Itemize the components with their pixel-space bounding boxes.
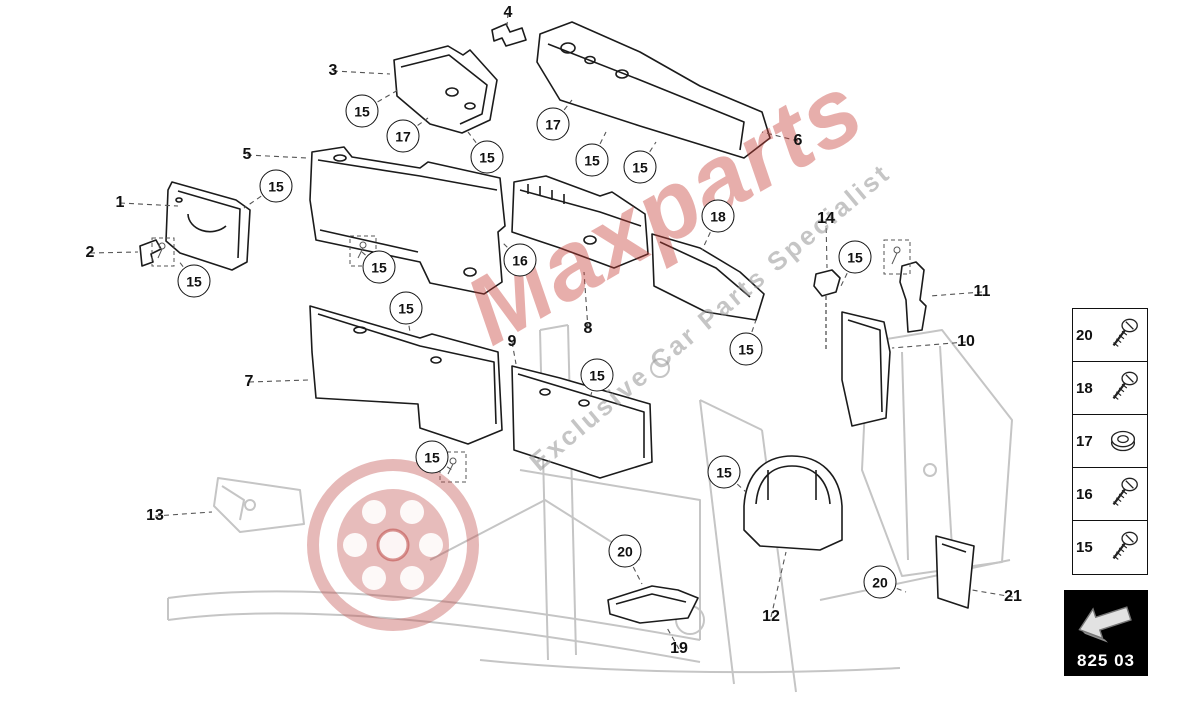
balloon-15[interactable]: 15 xyxy=(729,332,763,366)
balloon-16[interactable]: 16 xyxy=(503,243,537,277)
fastener-details xyxy=(151,235,911,483)
part-10-heat-shield[interactable] xyxy=(841,311,891,427)
balloon-15[interactable]: 15 xyxy=(389,291,423,325)
part-2-bracket[interactable] xyxy=(139,239,162,267)
balloon-15[interactable]: 15 xyxy=(575,143,609,177)
balloon-15[interactable]: 15 xyxy=(707,455,741,489)
part-12-heat-shield[interactable] xyxy=(743,455,843,551)
page-code-box[interactable]: 825 03 xyxy=(1064,590,1148,676)
balloon-15[interactable]: 15 xyxy=(470,140,504,174)
part-label-3[interactable]: 3 xyxy=(328,62,338,79)
screw-icon xyxy=(1101,369,1144,407)
screw-icon xyxy=(1101,475,1144,513)
balloon-15[interactable]: 15 xyxy=(623,150,657,184)
legend-part-number: 15 xyxy=(1076,539,1093,556)
balloon-17[interactable]: 17 xyxy=(386,119,420,153)
part-label-5[interactable]: 5 xyxy=(242,146,252,163)
part-5-heat-shield[interactable] xyxy=(309,146,506,295)
screw-icon xyxy=(1101,529,1144,567)
back-arrow-icon xyxy=(1078,606,1132,643)
legend-row-16[interactable]: 16 xyxy=(1073,468,1147,521)
part-19-heat-shield[interactable] xyxy=(607,585,699,624)
part-label-10[interactable]: 10 xyxy=(957,333,975,350)
part-label-6[interactable]: 6 xyxy=(793,132,803,149)
balloon-20[interactable]: 20 xyxy=(608,534,642,568)
part-8-heat-shield[interactable] xyxy=(511,175,649,269)
legend-table: 20 18 17 16 15 xyxy=(1072,308,1148,575)
legend-row-17[interactable]: 17 xyxy=(1073,415,1147,468)
part-11-bracket[interactable] xyxy=(899,261,927,333)
legend-row-18[interactable]: 18 xyxy=(1073,362,1147,415)
part-1-heat-shield[interactable] xyxy=(165,181,251,271)
part-shapes xyxy=(139,21,975,624)
legend-part-number: 18 xyxy=(1076,379,1093,397)
part-4-clip[interactable] xyxy=(491,23,527,47)
part-label-19[interactable]: 19 xyxy=(670,640,688,657)
balloon-17[interactable]: 17 xyxy=(536,107,570,141)
balloon-15[interactable]: 15 xyxy=(177,264,211,298)
balloon-15[interactable]: 15 xyxy=(362,250,396,284)
balloon-15[interactable]: 15 xyxy=(345,94,379,128)
part-3-heat-shield[interactable] xyxy=(393,45,498,134)
legend-part-number: 16 xyxy=(1076,485,1093,503)
part-label-2[interactable]: 2 xyxy=(85,244,95,261)
page-code: 825 03 xyxy=(1077,651,1135,670)
bearing-logo-watermark xyxy=(307,459,479,631)
part-label-14[interactable]: 14 xyxy=(817,210,835,227)
part-label-4[interactable]: 4 xyxy=(503,4,513,21)
part-7-heat-shield[interactable] xyxy=(309,305,503,445)
part-label-12[interactable]: 12 xyxy=(762,608,780,625)
legend-row-20[interactable]: 20 xyxy=(1073,309,1147,362)
balloon-18[interactable]: 18 xyxy=(701,199,735,233)
part-label-21[interactable]: 21 xyxy=(1004,588,1022,605)
part-14-bracket[interactable] xyxy=(813,269,841,352)
part-label-9[interactable]: 9 xyxy=(507,333,517,350)
part-9-heat-shield[interactable] xyxy=(511,365,653,479)
balloon-15[interactable]: 15 xyxy=(580,358,614,392)
part-label-7[interactable]: 7 xyxy=(244,373,254,390)
balloon-15[interactable]: 15 xyxy=(838,240,872,274)
part-label-13[interactable]: 13 xyxy=(146,507,164,524)
part-21-heat-shield[interactable] xyxy=(935,535,975,609)
part-18-heat-shield[interactable] xyxy=(651,233,765,321)
part-label-11[interactable]: 11 xyxy=(973,283,991,300)
nut-icon xyxy=(1101,422,1144,460)
legend-part-number: 20 xyxy=(1076,326,1093,344)
balloon-15[interactable]: 15 xyxy=(415,440,449,474)
balloon-20[interactable]: 20 xyxy=(863,565,897,599)
balloon-15[interactable]: 15 xyxy=(259,169,293,203)
screw-icon xyxy=(1101,316,1144,354)
legend-row-15[interactable]: 15 xyxy=(1073,521,1147,574)
part-label-8[interactable]: 8 xyxy=(583,320,593,337)
legend-part-number: 17 xyxy=(1076,432,1093,450)
part-label-1[interactable]: 1 xyxy=(115,194,125,211)
part-6-heat-shield[interactable] xyxy=(536,21,771,159)
